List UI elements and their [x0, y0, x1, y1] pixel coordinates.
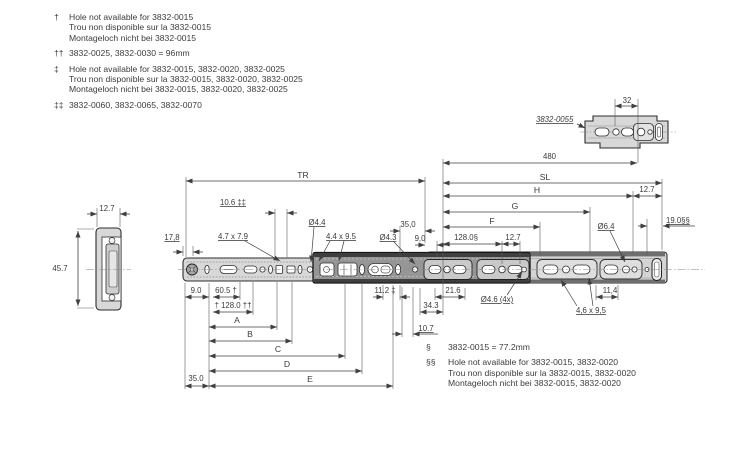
dim-dia-4-3: Ø4.3	[380, 233, 397, 242]
footnote-line: 3832-0015 = 77.2mm	[448, 342, 530, 352]
footnote-line: Hole not available for 3832-0015, 3832-0…	[69, 63, 285, 74]
dim-11-4: 11,4	[603, 286, 618, 295]
section-symbol: §	[426, 342, 431, 352]
dim-10-6: 10.6 ‡‡	[220, 198, 246, 207]
footnote-line: Montageloch nicht bei 3832-0015	[69, 32, 197, 43]
dim-21-6: 21.6	[445, 286, 460, 295]
dim-SL: SL	[540, 172, 551, 182]
dim-480: 480	[543, 152, 557, 161]
footnote-line: Hole not available for 3832-0015, 3832-0…	[448, 357, 619, 368]
footnote-double-diesis: ‡‡ 3832-0060, 3832-0065, 3832-0070	[54, 100, 303, 110]
dim-G: G	[512, 201, 519, 211]
bottom-dimensions: 9.0 60.5 † † 128.0 †† A B C D E 35.0 11.…	[184, 271, 619, 389]
top-dimensions: TR SL H 12.7 G F 19.0§§ Ø6.4 35,0 9,0 Ø4…	[164, 159, 695, 315]
cross-section-view: 12.7 45.7	[52, 204, 131, 311]
dim-cs-height: 45.7	[52, 264, 67, 273]
part-number-label: 3832-0055	[536, 115, 574, 124]
dim-34-3: 34.3	[423, 301, 438, 310]
dim-D: D	[284, 359, 290, 369]
dim-C: C	[275, 344, 281, 354]
dim-F: F	[489, 216, 494, 226]
dim-dia-4-6: Ø4.6 (4x)	[481, 295, 514, 304]
footnote-line: Montageloch nicht bei 3832-0015, 3832-00…	[69, 84, 288, 95]
footnote-line: 3832-0060, 3832-0065, 3832-0070	[69, 99, 202, 110]
slide-assembly-view	[178, 251, 705, 284]
footnote-diesis: ‡ Hole not available for 3832-0015, 3832…	[54, 64, 303, 95]
dim-dia-4-4: Ø4.4	[309, 218, 327, 227]
dim-4-7x7-9: 4.7 x 7.9	[218, 232, 248, 241]
footnote-line: Trou non disponible sur la 3832-0015, 38…	[448, 367, 636, 378]
dim-B: B	[247, 329, 253, 339]
footnote-dagger: † Hole not available for 3832-0015 Trou …	[54, 12, 303, 43]
dim-60-5: 60.5 †	[215, 286, 237, 295]
ball-bearing-bottom	[108, 294, 116, 301]
dim-35-0-top: 35,0	[400, 220, 416, 229]
footnote-double-dagger-eq: †† 3832-0025, 3832-0030 = 96mm	[54, 48, 303, 58]
double-section-symbol: §§	[426, 357, 436, 368]
diesis-symbol: ‡	[54, 63, 59, 74]
dim-dia-6-4: Ø6.4	[598, 222, 616, 231]
footnote-line: Hole not available for 3832-0015	[69, 12, 194, 22]
dim-11-2: 11.2 ‡	[374, 286, 395, 295]
dim-9-0-bot: 9.0	[191, 286, 203, 295]
dim-9-0-top: 9,0	[415, 234, 427, 243]
footnotes-top: † Hole not available for 3832-0015 Trou …	[54, 12, 303, 115]
dim-4-6x9-5: 4,6 x 9,5	[576, 306, 607, 315]
dagger-symbol: †	[54, 12, 59, 22]
detail-view-3832-0055: 32 3832-0055 480	[443, 96, 676, 166]
double-dagger-symbol: ††	[54, 48, 64, 59]
dim-12-7-mid: 12.7	[505, 233, 520, 242]
dim-H: H	[534, 185, 540, 195]
dim-19-0: 19.0§§	[666, 216, 690, 225]
ball-bearing-top	[108, 237, 116, 244]
footnote-line: 3832-0025, 3832-0030 = 96mm	[69, 48, 190, 59]
footnote-line: Trou non disponible sur la 3832-0015	[69, 22, 212, 33]
dim-12-7-right: 12.7	[639, 185, 654, 194]
dim-TR: TR	[297, 170, 308, 180]
dim-detail-32: 32	[623, 96, 632, 105]
dim-35-0-bot: 35.0	[188, 374, 204, 383]
dim-128-0-bot: † 128.0 ††	[215, 301, 252, 310]
footnote-double-section: §§ Hole not available for 3832-0015, 383…	[426, 357, 636, 388]
dim-4-4x9-5: 4.4 x 9.5	[326, 232, 357, 241]
dim-A: A	[234, 315, 240, 325]
dim-cs-width: 12.7	[99, 204, 114, 213]
footnote-section: § 3832-0015 = 77.2mm	[426, 342, 636, 352]
footnotes-bottom: § 3832-0015 = 77.2mm §§ Hole not availab…	[426, 342, 636, 394]
dim-10-7: 10.7	[418, 324, 433, 333]
intermediate-member	[312, 251, 531, 284]
footnote-line: Trou non disponible sur la 3832-0015, 38…	[69, 74, 303, 85]
footnote-line: Montageloch nicht bei 3832-0015, 3832-00…	[448, 378, 621, 389]
double-diesis-symbol: ‡‡	[54, 99, 64, 110]
dim-128-0: 128.0§	[454, 233, 478, 242]
dim-17-8: 17,8	[164, 233, 179, 242]
dim-E: E	[307, 374, 313, 384]
